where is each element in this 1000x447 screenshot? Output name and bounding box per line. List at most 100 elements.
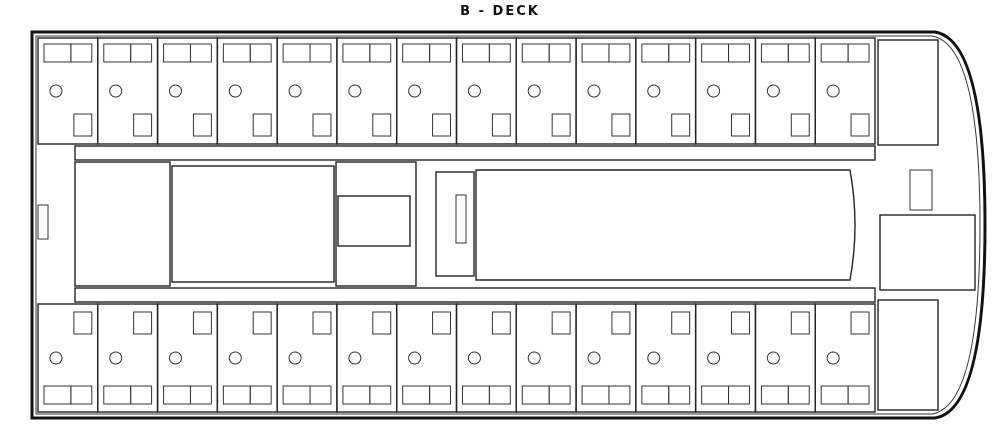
open-well-left bbox=[171, 165, 335, 283]
chair-icon bbox=[527, 351, 541, 365]
chair-icon bbox=[766, 84, 780, 98]
bathroom-icon bbox=[850, 311, 870, 335]
bed-icon bbox=[222, 43, 251, 63]
chair-icon bbox=[826, 84, 840, 98]
bed-icon bbox=[820, 43, 849, 63]
bed-icon bbox=[581, 385, 610, 405]
bed-icon bbox=[641, 385, 670, 405]
bed-icon bbox=[462, 43, 490, 63]
cabin bbox=[216, 37, 278, 145]
cabin bbox=[216, 303, 278, 413]
cabin bbox=[515, 37, 577, 145]
bed-icon bbox=[249, 385, 272, 405]
cabin bbox=[276, 303, 338, 413]
bed-icon bbox=[222, 385, 251, 405]
bathroom-icon bbox=[491, 113, 511, 137]
bed-icon bbox=[608, 385, 631, 405]
cabin bbox=[97, 303, 159, 413]
bathroom-icon bbox=[372, 113, 392, 137]
bed-icon bbox=[608, 43, 631, 63]
bed-icon bbox=[103, 43, 132, 63]
chair-icon bbox=[467, 84, 481, 98]
bed-icon bbox=[820, 385, 849, 405]
bed-icon bbox=[668, 385, 691, 405]
chair-icon bbox=[527, 84, 541, 98]
cabin bbox=[396, 37, 458, 145]
deck-title: B - DECK bbox=[460, 4, 540, 19]
bed-icon bbox=[163, 43, 191, 63]
bed-icon bbox=[249, 43, 272, 63]
bed-icon bbox=[282, 385, 311, 405]
chair-icon bbox=[766, 351, 780, 365]
lounge-left bbox=[74, 161, 171, 287]
bed-icon bbox=[548, 385, 571, 405]
bathroom-icon bbox=[731, 113, 750, 137]
service-rooms bbox=[335, 161, 417, 287]
bed-icon bbox=[787, 385, 810, 405]
bathroom-icon bbox=[611, 113, 631, 137]
bathroom-icon bbox=[133, 311, 153, 335]
chair-icon bbox=[109, 351, 123, 365]
bed-icon bbox=[728, 385, 750, 405]
bed-icon bbox=[189, 385, 212, 405]
cabin bbox=[336, 303, 398, 413]
bow-cabin-bottom bbox=[877, 299, 939, 411]
chair-icon bbox=[228, 84, 242, 98]
bed-icon bbox=[342, 385, 371, 405]
cabin bbox=[156, 303, 219, 413]
bathroom-icon bbox=[192, 311, 212, 335]
cabin bbox=[754, 303, 816, 413]
bed-icon bbox=[369, 43, 392, 63]
cabin bbox=[37, 303, 99, 413]
bed-icon bbox=[668, 43, 691, 63]
bathroom-icon bbox=[850, 113, 870, 137]
cabin bbox=[575, 303, 637, 413]
chair-icon bbox=[467, 351, 481, 365]
chair-icon bbox=[707, 84, 721, 98]
bathroom-icon bbox=[491, 311, 511, 335]
bed-icon bbox=[70, 43, 93, 63]
chair-icon bbox=[647, 351, 661, 365]
cabin bbox=[156, 37, 219, 145]
bed-icon bbox=[641, 43, 670, 63]
cabin bbox=[694, 37, 757, 145]
cabin bbox=[635, 303, 697, 413]
cabin bbox=[97, 37, 159, 145]
bed-icon bbox=[163, 385, 191, 405]
cabin bbox=[37, 37, 99, 145]
chair-icon bbox=[348, 351, 362, 365]
cabin bbox=[455, 37, 517, 145]
staircase-center bbox=[435, 171, 475, 277]
open-well-main bbox=[475, 169, 856, 281]
bed-icon bbox=[402, 385, 431, 405]
bed-icon bbox=[43, 385, 72, 405]
cabin bbox=[515, 303, 577, 413]
chair-icon bbox=[228, 351, 242, 365]
chair-icon bbox=[408, 84, 422, 98]
bed-icon bbox=[521, 385, 550, 405]
chair-icon bbox=[109, 84, 123, 98]
bathroom-icon bbox=[432, 113, 452, 137]
chair-icon bbox=[408, 351, 422, 365]
bathroom-icon bbox=[73, 113, 93, 137]
chair-icon bbox=[288, 351, 302, 365]
cabin bbox=[814, 37, 876, 145]
bathroom-icon bbox=[252, 113, 272, 137]
bed-icon bbox=[70, 385, 93, 405]
bathroom-icon bbox=[731, 311, 750, 335]
bed-icon bbox=[488, 43, 511, 63]
bed-icon bbox=[847, 385, 870, 405]
cabin bbox=[336, 37, 398, 145]
bed-icon bbox=[189, 43, 212, 63]
corridor-top bbox=[74, 145, 876, 161]
bed-icon bbox=[760, 385, 789, 405]
chair-icon bbox=[288, 84, 302, 98]
bed-icon bbox=[787, 43, 810, 63]
bathroom-icon bbox=[790, 113, 810, 137]
stairs-right-end bbox=[909, 169, 933, 211]
bathroom-icon bbox=[671, 113, 691, 137]
bed-icon bbox=[429, 385, 452, 405]
inner-hull-line bbox=[35, 35, 981, 415]
bathroom-icon bbox=[312, 311, 332, 335]
cabin bbox=[396, 303, 458, 413]
